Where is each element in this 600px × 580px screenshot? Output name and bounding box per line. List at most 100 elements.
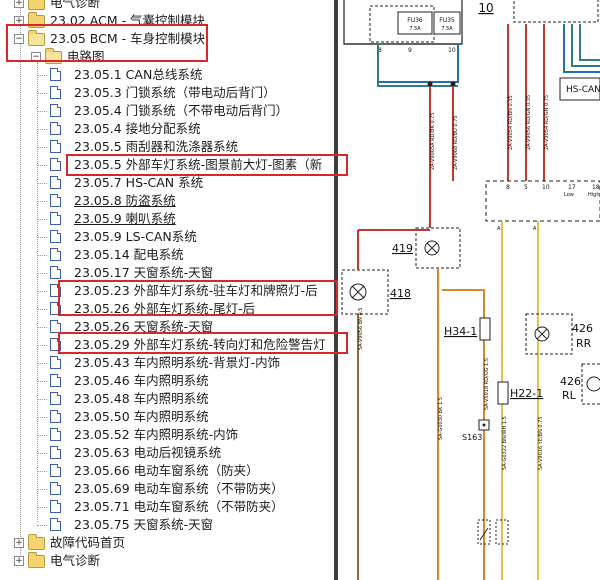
tree-item-document[interactable]: 23.05.14 配电系统 bbox=[0, 246, 334, 264]
tree-item-document[interactable]: 23.05.8 防盗系统 bbox=[0, 192, 334, 210]
tree-item-label: 23.05.26 天窗系统-天窗 bbox=[74, 319, 214, 334]
folder-icon bbox=[28, 0, 45, 10]
tree-item-document[interactable]: 23.05.4 接地分配系统 bbox=[0, 120, 334, 138]
tree-item-label: 23.05.29 外部车灯系统-转向灯和危险警告灯 bbox=[74, 337, 326, 352]
expand-icon[interactable]: + bbox=[14, 0, 24, 8]
tree-item-label: 23.05.52 车内照明系统-内饰 bbox=[74, 427, 239, 442]
tree-item-document[interactable]: 23.05.63 电动后视镜系统 bbox=[0, 444, 334, 462]
tree-item-label: 23.05.3 门锁系统（带电动后背门） bbox=[74, 85, 276, 100]
lamp-426rr-side: RR bbox=[576, 337, 592, 350]
navigation-tree: +电气诊断+23.02 ACM - 气囊控制模块−23.05 BCM - 车身控… bbox=[0, 0, 334, 570]
document-icon bbox=[50, 122, 61, 135]
tree-item-document[interactable]: 23.05.43 车内照明系统-背景灯-内饰 bbox=[0, 354, 334, 372]
svg-text:5A-V5018 RD/OG 1.5: 5A-V5018 RD/OG 1.5 bbox=[484, 358, 490, 410]
tree-item-document[interactable]: 23.05.71 电动车窗系统（不带防夹） bbox=[0, 498, 334, 516]
tree-item-folder[interactable]: −23.05 BCM - 车身控制模块 bbox=[0, 30, 334, 48]
expand-icon[interactable]: + bbox=[14, 16, 24, 26]
document-icon bbox=[50, 500, 61, 513]
tree-item-document[interactable]: 23.05.3 门锁系统（带电动后背门） bbox=[0, 84, 334, 102]
folder-open-icon bbox=[45, 48, 62, 64]
document-icon bbox=[50, 212, 61, 225]
tree-item-document[interactable]: 23.05.29 外部车灯系统-转向灯和危险警告灯 bbox=[0, 336, 334, 354]
fuse-1-rating: 7.5A bbox=[409, 26, 421, 32]
fuse-2-rating: 7.5A bbox=[441, 26, 453, 32]
collapse-icon[interactable]: − bbox=[14, 34, 24, 44]
tree-item-label: 23.05.50 车内照明系统 bbox=[74, 409, 209, 424]
tree-item-label: 23.05.1 CAN总线系统 bbox=[74, 67, 203, 82]
tree-item-label: 23.05.48 车内照明系统 bbox=[74, 391, 209, 406]
tree-item-document[interactable]: 23.05.26 外部车灯系统-尾灯-后 bbox=[0, 300, 334, 318]
document-icon bbox=[50, 104, 61, 117]
tree-item-document[interactable]: 23.05.5 雨刮器和洗涤器系统 bbox=[0, 138, 334, 156]
tree-item-label: 23.05.9 LS-CAN系统 bbox=[74, 229, 197, 244]
tree-item-document[interactable]: 23.05.50 车内照明系统 bbox=[0, 408, 334, 426]
document-icon bbox=[50, 86, 61, 99]
tree-item-document[interactable]: 23.05.4 门锁系统（不带电动后背门） bbox=[0, 102, 334, 120]
document-icon bbox=[50, 338, 61, 351]
svg-text:17: 17 bbox=[568, 184, 576, 191]
tree-item-folder[interactable]: − 电路图 bbox=[0, 48, 334, 66]
svg-text:2A-V9054 RD/GN 0.75: 2A-V9054 RD/GN 0.75 bbox=[544, 95, 550, 150]
document-icon bbox=[50, 482, 61, 495]
wiring-diagram-pane[interactable]: FU36 7.5A FU35 7.5A 10 8 9 10 HS-CAN 2A-… bbox=[338, 0, 600, 580]
tree-item-folder[interactable]: +电气诊断 bbox=[0, 552, 334, 570]
svg-text:High: High bbox=[588, 192, 600, 198]
tree-item-document[interactable]: 23.05.7 HS-CAN 系统 bbox=[0, 174, 334, 192]
lamp-418-label: 418 bbox=[390, 287, 411, 300]
tree-item-label: 23.05.4 门锁系统（不带电动后背门） bbox=[74, 103, 289, 118]
tree-guide-line bbox=[20, 0, 21, 561]
document-icon bbox=[50, 230, 61, 243]
tree-item-document[interactable]: 23.05.17 天窗系统-天窗 bbox=[0, 264, 334, 282]
tree-item-folder[interactable]: +故障代码首页 bbox=[0, 534, 334, 552]
tree-item-label: 23.05.75 天窗系统-天窗 bbox=[74, 517, 214, 532]
tree-item-document[interactable]: 23.05.52 车内照明系统-内饰 bbox=[0, 426, 334, 444]
lamp-426rl-side: RL bbox=[562, 389, 577, 402]
tree-item-document[interactable]: 23.05.48 车内照明系统 bbox=[0, 390, 334, 408]
tree-item-document[interactable]: 23.05.1 CAN总线系统 bbox=[0, 66, 334, 84]
tree-item-label: 电路图 bbox=[67, 49, 105, 64]
tree-item-label: 23.05.5 雨刮器和洗涤器系统 bbox=[74, 139, 239, 154]
collapse-icon[interactable]: − bbox=[31, 52, 41, 62]
document-icon bbox=[50, 68, 61, 81]
tree-item-label: 23.05.23 外部车灯系统-驻车灯和牌照灯-后 bbox=[74, 283, 318, 298]
document-icon bbox=[50, 302, 61, 315]
svg-text:2A-V9056 RD/GN 0.35: 2A-V9056 RD/GN 0.35 bbox=[526, 95, 532, 150]
tree-item-document[interactable]: 23.05.75 天窗系统-天窗 bbox=[0, 516, 334, 534]
tree-item-document[interactable]: 23.05.5 外部车灯系统-图景前大灯-图素（新 bbox=[0, 156, 334, 174]
fuse-2-label: FU35 bbox=[439, 17, 455, 24]
fuse-1-label: FU36 bbox=[407, 17, 423, 24]
folder-icon bbox=[28, 534, 45, 550]
document-icon bbox=[50, 158, 61, 171]
svg-text:A: A bbox=[533, 226, 537, 232]
lamp-426rl-number: 426 bbox=[560, 375, 581, 388]
tree-item-label: 23.05.9 喇叭系统 bbox=[74, 211, 176, 226]
tree-item-label: 23.05.5 外部车灯系统-图景前大灯-图素（新 bbox=[74, 157, 323, 172]
document-icon bbox=[50, 374, 61, 387]
tree-item-folder[interactable]: +电气诊断 bbox=[0, 0, 334, 12]
tree-item-document[interactable]: 23.05.9 喇叭系统 bbox=[0, 210, 334, 228]
tree-item-label: 23.05.63 电动后视镜系统 bbox=[74, 445, 222, 460]
folder-icon bbox=[28, 552, 45, 568]
document-icon bbox=[50, 410, 61, 423]
tree-item-label: 23.05.7 HS-CAN 系统 bbox=[74, 175, 204, 190]
expand-icon[interactable]: + bbox=[14, 538, 24, 548]
tree-item-document[interactable]: 23.05.69 电动车窗系统（不带防夹） bbox=[0, 480, 334, 498]
svg-text:5: 5 bbox=[524, 184, 528, 191]
tree-item-document[interactable]: 23.05.9 LS-CAN系统 bbox=[0, 228, 334, 246]
tree-guide-line bbox=[37, 62, 38, 522]
tree-item-label: 23.05.14 配电系统 bbox=[74, 247, 184, 262]
document-icon bbox=[50, 194, 61, 207]
connector-10-label: 10 bbox=[478, 1, 493, 15]
tree-item-folder[interactable]: +23.02 ACM - 气囊控制模块 bbox=[0, 12, 334, 30]
tree-item-document[interactable]: 23.05.66 电动车窗系统（防夹） bbox=[0, 462, 334, 480]
expand-icon[interactable]: + bbox=[14, 556, 24, 566]
tree-item-label: 23.05.46 车内照明系统 bbox=[74, 373, 209, 388]
tree-item-document[interactable]: 23.05.46 车内照明系统 bbox=[0, 372, 334, 390]
document-icon bbox=[50, 446, 61, 459]
svg-text:5A-V9016 YE/BN 0.75: 5A-V9016 YE/BN 0.75 bbox=[538, 416, 544, 470]
svg-text:5A-G0030 BK 1.5: 5A-G0030 BK 1.5 bbox=[438, 397, 444, 440]
tree-item-document[interactable]: 23.05.23 外部车灯系统-驻车灯和牌照灯-后 bbox=[0, 282, 334, 300]
tree-item-document[interactable]: 23.05.26 天窗系统-天窗 bbox=[0, 318, 334, 336]
wiring-diagram: FU36 7.5A FU35 7.5A 10 8 9 10 HS-CAN 2A-… bbox=[341, 0, 600, 580]
tree-item-label: 23.05.66 电动车窗系统（防夹） bbox=[74, 463, 259, 478]
